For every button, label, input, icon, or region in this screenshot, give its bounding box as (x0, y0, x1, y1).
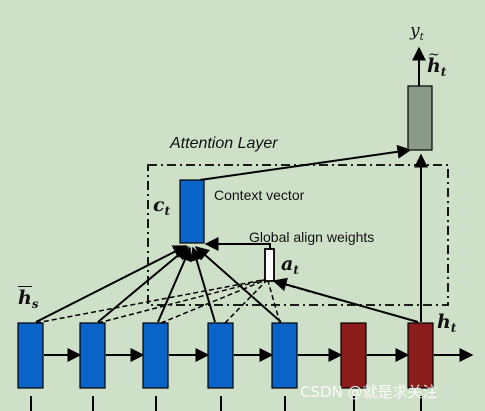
decoder-state-1 (340, 322, 367, 389)
context-arrows (35, 245, 282, 323)
c-t-symbol: ct (153, 194, 171, 219)
context-vector-label: Context vector (214, 187, 305, 203)
context-vector-block (179, 179, 205, 244)
attention-layer-label: Attention Layer (170, 135, 278, 152)
decoder-blocks (340, 322, 434, 389)
input-arrows (30, 396, 422, 411)
align-to-context-arrow (204, 237, 271, 262)
h-s-bar-symbol: hs (18, 287, 39, 312)
decoder-state-2 (407, 322, 434, 389)
attentional-output-block (407, 85, 433, 151)
encoder-state-1 (17, 322, 44, 389)
global-align-weights-label: Global align weights (249, 229, 375, 245)
align-weight-dashed-lines (35, 278, 281, 324)
align-weights-box (264, 248, 275, 282)
a-t-symbol: at (281, 253, 299, 278)
context-to-output-arrow (199, 144, 412, 181)
encoder-state-3 (142, 322, 169, 389)
encoder-blocks (17, 322, 298, 389)
y-t-symbol: yt (410, 21, 424, 43)
h-t-tilde-symbol: h ~ t (427, 47, 447, 80)
h-t-symbol: ht (437, 311, 457, 336)
csdn-watermark: CSDN @就是求关注 (300, 383, 438, 401)
decoder-to-align-arrow (272, 277, 419, 323)
encoder-state-4 (207, 322, 234, 389)
encoder-state-2 (79, 322, 106, 389)
encoder-state-5 (271, 322, 298, 389)
attention-layer-boundary (147, 164, 449, 306)
